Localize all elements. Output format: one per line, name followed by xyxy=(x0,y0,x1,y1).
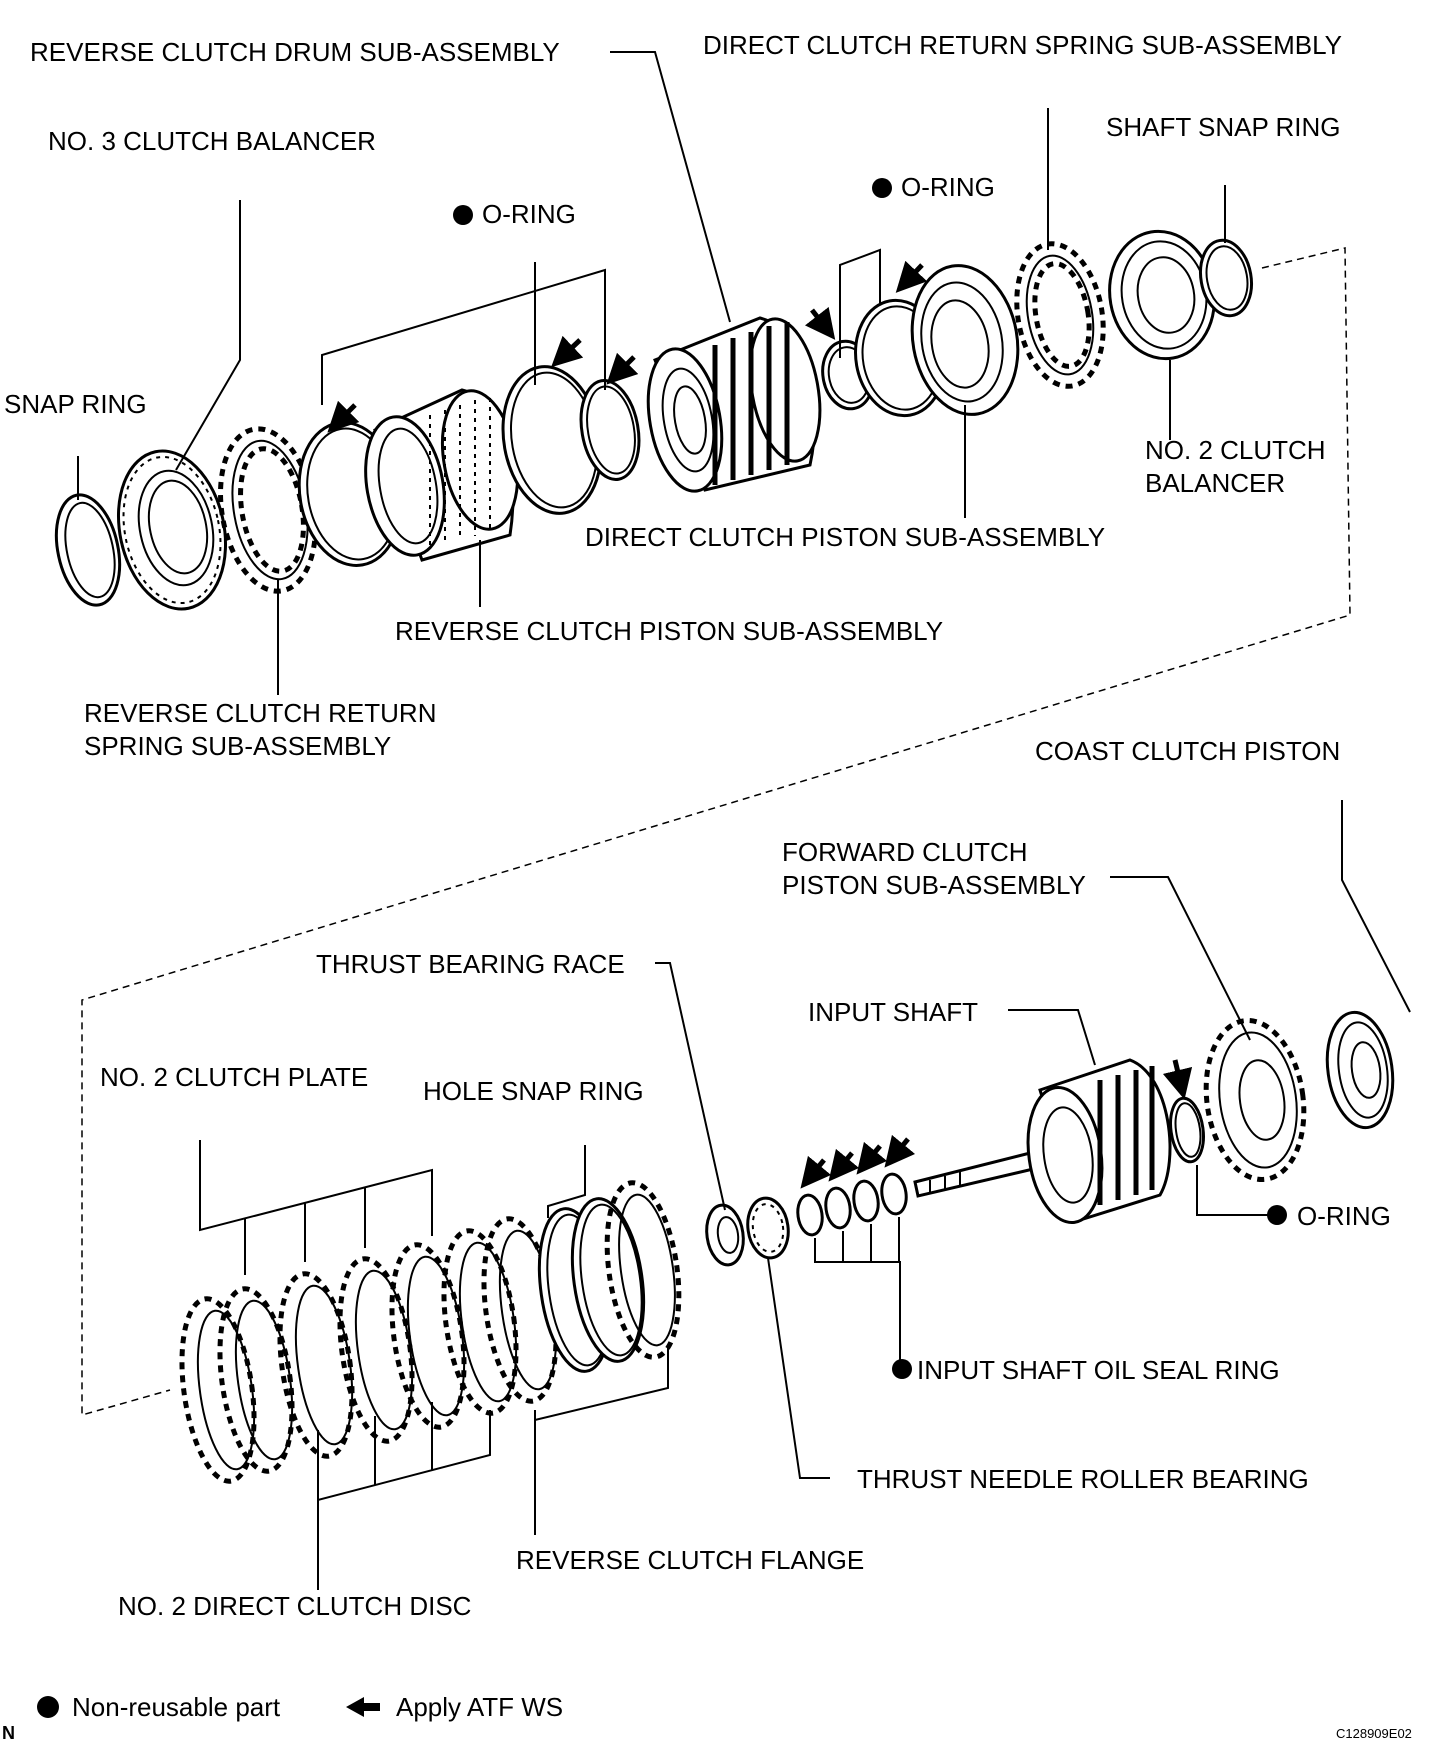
label-thrust-needle-roller-bearing: THRUST NEEDLE ROLLER BEARING xyxy=(857,1464,1309,1494)
leader-lines-lower xyxy=(199,800,1411,1590)
forward-clutch-piston-part xyxy=(1203,1017,1307,1183)
label-thrust-bearing-race: THRUST BEARING RACE xyxy=(316,949,625,979)
label-forward-clutch-piston-1: FORWARD CLUTCH xyxy=(782,837,1028,867)
legend-apply-atf: Apply ATF WS xyxy=(396,1692,563,1722)
label-no2-direct-clutch-disc: NO. 2 DIRECT CLUTCH DISC xyxy=(118,1591,471,1621)
non-reusable-markers xyxy=(453,178,1287,1379)
label-hole-snap-ring: HOLE SNAP RING xyxy=(423,1076,644,1106)
figure-code: C128909E02 xyxy=(1336,1726,1412,1741)
thrust-needle-roller-bearing-part xyxy=(746,1196,790,1260)
leader-lines-upper xyxy=(77,51,1226,695)
label-forward-clutch-piston-2: PISTON SUB-ASSEMBLY xyxy=(782,870,1086,900)
no3-clutch-balancer-part xyxy=(116,449,228,611)
o-ring-part-3 xyxy=(579,379,641,481)
label-direct-clutch-piston: DIRECT CLUTCH PISTON SUB-ASSEMBLY xyxy=(585,522,1105,552)
label-no2-clutch-balancer-1: NO. 2 CLUTCH xyxy=(1145,435,1326,465)
snap-ring-part xyxy=(54,493,122,607)
clutch-pack-part xyxy=(179,1216,559,1484)
non-reusable-dot-icon xyxy=(37,1696,59,1718)
label-coast-clutch-piston: COAST CLUTCH PISTON xyxy=(1035,736,1340,766)
direct-clutch-piston-part xyxy=(910,264,1020,416)
o-ring-part-6 xyxy=(1169,1096,1205,1164)
atf-arrows-lower xyxy=(800,1059,1193,1189)
label-shaft-snap-ring: SHAFT SNAP RING xyxy=(1106,112,1341,142)
label-no2-clutch-balancer-2: BALANCER xyxy=(1145,468,1285,498)
legend: Non-reusable part Apply ATF WS xyxy=(37,1692,563,1722)
label-no3-clutch-balancer: NO. 3 CLUTCH BALANCER xyxy=(48,126,376,156)
apply-atf-arrow-icon xyxy=(346,1697,380,1717)
reverse-clutch-drum-part xyxy=(646,316,822,493)
label-reverse-clutch-return-spring-1: REVERSE CLUTCH RETURN xyxy=(84,698,437,728)
label-reverse-clutch-drum: REVERSE CLUTCH DRUM SUB-ASSEMBLY xyxy=(30,37,560,67)
label-reverse-clutch-piston: REVERSE CLUTCH PISTON SUB-ASSEMBLY xyxy=(395,616,943,646)
label-o-ring-upper-right: O-RING xyxy=(901,172,995,202)
label-reverse-clutch-flange: REVERSE CLUTCH FLANGE xyxy=(516,1545,864,1575)
direct-clutch-return-spring-part xyxy=(1014,241,1106,389)
label-o-ring-lower: O-RING xyxy=(1297,1201,1391,1231)
corner-mark: N xyxy=(2,1723,15,1743)
coast-clutch-piston-part xyxy=(1325,1010,1395,1130)
label-no2-clutch-plate: NO. 2 CLUTCH PLATE xyxy=(100,1062,368,1092)
shaft-snap-ring-part xyxy=(1199,238,1253,318)
label-reverse-clutch-return-spring-2: SPRING SUB-ASSEMBLY xyxy=(84,731,391,761)
thrust-bearing-race-part xyxy=(705,1203,745,1267)
reverse-clutch-flange-part xyxy=(604,1180,682,1360)
legend-non-reusable: Non-reusable part xyxy=(72,1692,281,1722)
reverse-clutch-piston-part xyxy=(364,388,519,562)
atf-arrows-upper xyxy=(327,260,928,433)
label-snap-ring: SNAP RING xyxy=(4,389,147,419)
input-shaft-oil-seal-rings-part xyxy=(796,1172,908,1237)
input-shaft-part xyxy=(913,1058,1172,1225)
label-direct-clutch-return-spring: DIRECT CLUTCH RETURN SPRING SUB-ASSEMBLY xyxy=(703,30,1342,60)
label-input-shaft-oil-seal-ring: INPUT SHAFT OIL SEAL RING xyxy=(917,1355,1280,1385)
label-input-shaft: INPUT SHAFT xyxy=(808,997,978,1027)
label-o-ring-upper-left: O-RING xyxy=(482,199,576,229)
